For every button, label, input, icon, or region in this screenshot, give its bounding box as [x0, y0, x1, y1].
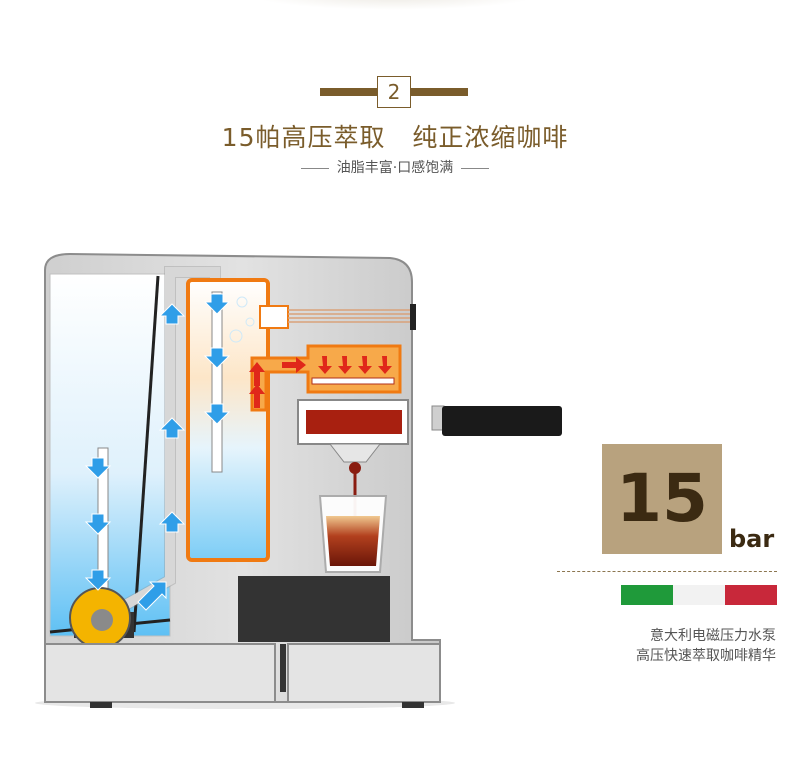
heat-arrow-right [282, 357, 306, 373]
boiler-inner-pipe [211, 291, 223, 473]
drip-riser [238, 576, 390, 642]
pressure-valve [259, 305, 289, 329]
heat-arrow-up [249, 384, 265, 408]
heat-flow-arrows [249, 356, 392, 408]
pump-core [91, 609, 113, 631]
pressure-badge [602, 444, 722, 554]
steam-bubble [245, 317, 255, 327]
portafilter-basket [306, 410, 402, 434]
description-line-2: 高压快速萃取咖啡精华 [636, 648, 776, 664]
heat-arrow-down [358, 356, 372, 374]
subtitle-dash-left [300, 167, 329, 169]
tank-wall [132, 275, 160, 633]
flow-arrow-up [158, 417, 186, 439]
spout [328, 443, 382, 463]
subtitle-dash-right [461, 167, 490, 169]
valve-wires [288, 309, 412, 323]
pressure-unit: bar [729, 525, 775, 553]
flow-arrow-down [84, 513, 112, 535]
drip-tray-left [44, 643, 276, 703]
steam-bubble [236, 296, 248, 308]
steam-bubble [229, 329, 243, 343]
flag-green [621, 585, 673, 605]
shower-screen [311, 377, 395, 385]
flow-arrow-down [84, 457, 112, 479]
header-bar-right [411, 88, 468, 96]
step-number: 2 [377, 76, 411, 108]
heat-arrow-down [378, 356, 392, 374]
heat-arrow-down [318, 356, 332, 374]
flow-arrow-down [203, 403, 231, 425]
description-line-1: 意大利电磁压力水泵 [650, 628, 776, 644]
flow-arrow-down [203, 293, 231, 315]
section-subtitle: 油脂丰富·口感饱满 [0, 157, 790, 177]
flag-red [725, 585, 777, 605]
side-knob [410, 304, 416, 330]
flow-arrow-down [203, 347, 231, 369]
top-glow [250, 0, 540, 10]
flow-arrow-up [158, 511, 186, 533]
heat-arrow-up [249, 362, 265, 386]
pump-description: 意大利电磁压力水泵 高压快速萃取咖啡精华 [636, 626, 776, 666]
section-title: 15帕高压萃取 纯正浓缩咖啡 [221, 123, 569, 152]
boiler [186, 278, 270, 562]
foot-left [90, 702, 112, 708]
flag-white [673, 585, 725, 605]
divider-dotted [557, 571, 777, 572]
header-bar-left [320, 88, 377, 96]
drip-tray-right [287, 643, 441, 703]
portafilter-handle [442, 406, 562, 436]
heat-arrow-down [338, 356, 352, 374]
foot-right [402, 702, 424, 708]
tray-handle [280, 644, 286, 692]
flow-arrow-up [158, 303, 186, 325]
water-tank [49, 273, 171, 637]
coffee-liquid [326, 516, 380, 566]
spout-drip [349, 462, 361, 474]
flow-arrow-down [84, 569, 112, 591]
pressure-value: 15 [616, 460, 708, 537]
flow-arrow-diagonal [137, 581, 167, 611]
italian-flag [621, 585, 777, 605]
subtitle-text: 油脂丰富·口感饱满 [336, 160, 454, 176]
water-flow-arrows [84, 293, 231, 611]
espresso-machine-illustration [35, 252, 562, 709]
